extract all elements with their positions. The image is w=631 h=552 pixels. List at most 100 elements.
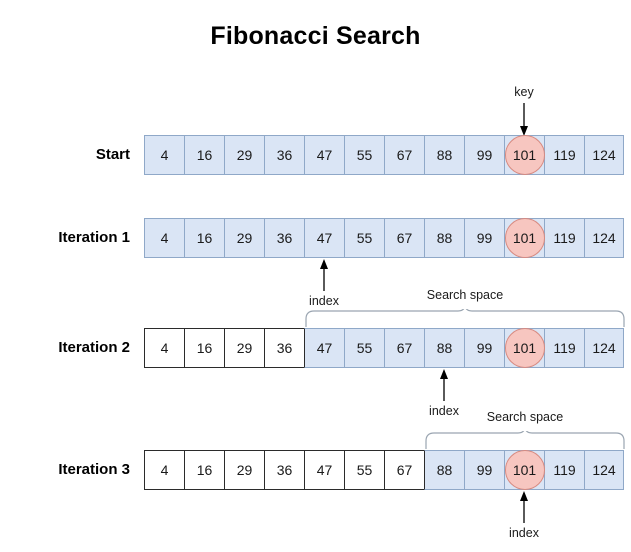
array-cell-value: 119 — [553, 230, 576, 246]
array-cell: 4 — [144, 218, 184, 258]
array-cell: 55 — [344, 450, 384, 490]
array-cell: 47 — [304, 328, 344, 368]
key-arrow-down-icon — [517, 103, 531, 137]
array-cell: 101 — [504, 135, 545, 175]
array-row: 4 16 29 36 47 55 67 88 99 101 119 124 — [144, 450, 624, 490]
key-marker-circle — [504, 450, 545, 490]
array-cell: 4 — [144, 328, 184, 368]
index-label: index — [429, 404, 459, 418]
array-cell: 36 — [264, 135, 304, 175]
array-cell: 124 — [584, 450, 624, 490]
array-cell-value: 36 — [276, 340, 293, 356]
array-cell: 67 — [384, 135, 424, 175]
array-cell-value: 16 — [196, 147, 213, 163]
array-cell-value: 55 — [356, 340, 373, 356]
row-label-0: Start — [95, 146, 130, 163]
array-cell: 47 — [304, 135, 344, 175]
array-cell: 119 — [544, 450, 584, 490]
array-cell-value: 99 — [476, 230, 493, 246]
array-cell: 88 — [424, 218, 464, 258]
array-cell: 101 — [504, 450, 545, 490]
array-cell-value: 119 — [553, 340, 576, 356]
array-cell: 36 — [264, 450, 304, 490]
array-cell-value: 47 — [316, 147, 333, 163]
key-marker-circle — [504, 135, 545, 175]
array-cell: 36 — [264, 218, 304, 258]
array-cell: 4 — [144, 450, 184, 490]
array-cell: 55 — [344, 135, 384, 175]
array-cell: 47 — [304, 218, 344, 258]
array-cell: 67 — [384, 450, 424, 490]
search-space-label: Search space — [486, 410, 564, 424]
array-cell-value: 88 — [436, 462, 453, 478]
index-arrow-up-icon — [437, 369, 451, 401]
array-cell: 99 — [464, 450, 504, 490]
array-cell: 88 — [424, 135, 464, 175]
array-cell: 55 — [344, 328, 384, 368]
array-cell-value: 67 — [396, 462, 413, 478]
key-label: key — [514, 85, 534, 99]
array-cell: 16 — [184, 450, 224, 490]
array-cell-value: 124 — [592, 147, 616, 163]
key-marker-circle — [504, 328, 545, 368]
array-cell-value: 55 — [356, 147, 373, 163]
search-space-brace — [305, 309, 625, 327]
array-cell-value: 88 — [436, 230, 453, 246]
array-cell: 99 — [464, 328, 504, 368]
index-label: index — [509, 526, 539, 540]
array-cell-value: 55 — [356, 462, 373, 478]
row-label-2: Iteration 2 — [58, 339, 130, 356]
array-cell-value: 36 — [276, 230, 293, 246]
array-cell-value: 4 — [160, 230, 169, 246]
array-cell: 119 — [544, 218, 584, 258]
array-cell: 88 — [424, 328, 464, 368]
array-cell: 29 — [224, 450, 264, 490]
search-space-brace — [425, 431, 625, 449]
array-cell: 67 — [384, 328, 424, 368]
array-cell-value: 101 — [512, 230, 537, 246]
index-arrow-up-icon — [317, 259, 331, 291]
array-cell: 16 — [184, 135, 224, 175]
array-cell: 99 — [464, 218, 504, 258]
row-label-3: Iteration 3 — [58, 461, 130, 478]
array-cell-value: 16 — [196, 340, 213, 356]
array-cell-value: 47 — [316, 462, 333, 478]
array-cell-value: 55 — [356, 230, 373, 246]
array-cell: 124 — [584, 135, 624, 175]
array-cell-value: 36 — [276, 147, 293, 163]
array-cell-value: 124 — [592, 230, 616, 246]
array-cell: 29 — [224, 218, 264, 258]
array-cell: 99 — [464, 135, 504, 175]
array-row: 4 16 29 36 47 55 67 88 99 101 119 124 — [144, 328, 624, 368]
index-arrow-up-icon — [517, 491, 531, 523]
array-cell-value: 119 — [553, 462, 576, 478]
array-cell: 29 — [224, 135, 264, 175]
array-cell: 16 — [184, 218, 224, 258]
array-cell-value: 16 — [196, 230, 213, 246]
array-cell-value: 36 — [276, 462, 293, 478]
array-cell: 4 — [144, 135, 184, 175]
array-cell-value: 29 — [236, 462, 253, 478]
array-cell: 16 — [184, 328, 224, 368]
row-label-1: Iteration 1 — [58, 229, 130, 246]
array-cell-value: 67 — [396, 147, 413, 163]
array-cell-value: 67 — [396, 340, 413, 356]
array-cell: 47 — [304, 450, 344, 490]
array-cell: 119 — [544, 328, 584, 368]
array-cell-value: 101 — [512, 462, 537, 478]
array-cell-value: 124 — [592, 340, 616, 356]
array-cell: 101 — [504, 328, 545, 368]
array-cell-value: 99 — [476, 147, 493, 163]
array-cell: 29 — [224, 328, 264, 368]
array-cell-value: 99 — [476, 340, 493, 356]
array-cell: 55 — [344, 218, 384, 258]
key-marker-circle — [504, 218, 545, 258]
array-cell: 124 — [584, 218, 624, 258]
array-cell-value: 16 — [196, 462, 213, 478]
array-cell: 36 — [264, 328, 304, 368]
array-cell: 88 — [424, 450, 464, 490]
array-row: 4 16 29 36 47 55 67 88 99 101 119 124 — [144, 218, 624, 258]
array-cell-value: 67 — [396, 230, 413, 246]
